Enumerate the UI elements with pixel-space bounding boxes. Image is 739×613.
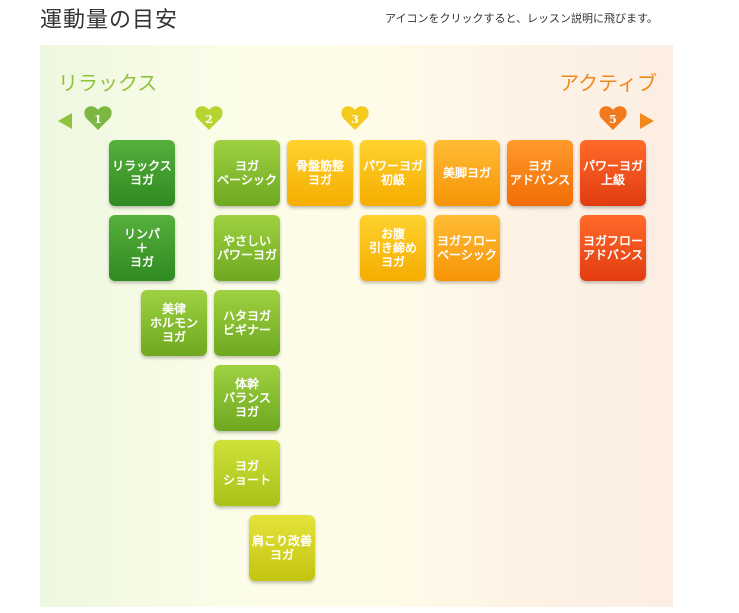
lesson-power-yoga-beginner-button[interactable]: パワーヨガ 初級 <box>360 140 426 206</box>
heart-icon <box>84 106 112 130</box>
level-2-label: 2 <box>205 113 213 126</box>
page-title: 運動量の目安 <box>40 8 179 33</box>
lesson-power-yoga-advanced-button[interactable]: パワーヨガ 上級 <box>580 140 646 206</box>
lesson-leg-yoga-button[interactable]: 美脚ヨガ <box>434 140 500 206</box>
arrow-left-icon <box>58 113 72 129</box>
heart-icon <box>341 106 369 130</box>
lesson-yoga-short-button[interactable]: ヨガ ショート <box>214 440 280 506</box>
lesson-yoga-basic-button[interactable]: ヨガ ベーシック <box>214 140 280 206</box>
lesson-hormone-yoga-button[interactable]: 美律 ホルモン ヨガ <box>141 290 207 356</box>
exercise-level-chart: リラックス アクティブ 1 2 3 5 リラックス ヨガ リンパ ＋ ヨガ 美律… <box>40 45 673 607</box>
heart-icon <box>195 106 223 130</box>
heart-icon <box>599 106 627 130</box>
level-5-label: 5 <box>609 113 617 126</box>
lesson-hatha-beginner-button[interactable]: ハタヨガ ビギナー <box>214 290 280 356</box>
lesson-lymph-yoga-button[interactable]: リンパ ＋ ヨガ <box>109 215 175 281</box>
lesson-gentle-power-yoga-button[interactable]: やさしい パワーヨガ <box>214 215 280 281</box>
instruction-note: アイコンをクリックすると、レッスン説明に飛びます。 <box>385 12 658 25</box>
active-label: アクティブ <box>559 71 657 95</box>
lesson-abs-yoga-button[interactable]: お腹 引き締め ヨガ <box>360 215 426 281</box>
lesson-yoga-flow-advance-button[interactable]: ヨガフロー アドバンス <box>580 215 646 281</box>
lesson-shoulder-yoga-button[interactable]: 肩こり改善 ヨガ <box>249 515 315 581</box>
level-1-label: 1 <box>94 113 102 126</box>
arrow-right-icon <box>640 113 654 129</box>
intensity-axis <box>58 106 654 130</box>
lesson-yoga-flow-basic-button[interactable]: ヨガフロー ベーシック <box>434 215 500 281</box>
lesson-pelvis-yoga-button[interactable]: 骨盤筋整 ヨガ <box>287 140 353 206</box>
relax-label: リラックス <box>58 71 158 95</box>
lesson-core-balance-yoga-button[interactable]: 体幹 バランス ヨガ <box>214 365 280 431</box>
lesson-yoga-advance-button[interactable]: ヨガ アドバンス <box>507 140 573 206</box>
level-3-label: 3 <box>351 113 359 126</box>
lesson-relax-yoga-button[interactable]: リラックス ヨガ <box>109 140 175 206</box>
